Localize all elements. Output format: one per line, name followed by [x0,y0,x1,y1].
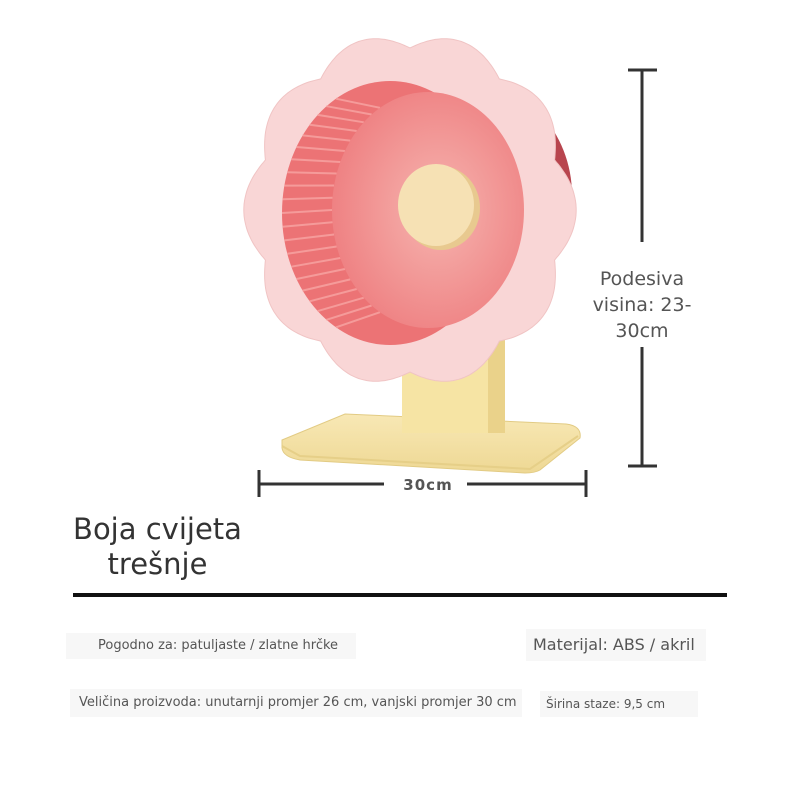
wheel-rib [335,97,381,109]
wheel-rib [282,196,333,201]
height-dimension-line [628,68,657,468]
stand-base [281,413,581,474]
wheel-rib [287,245,337,255]
wheel-rib [284,233,335,242]
wheel-rib [296,268,346,280]
wheel-rib [291,257,341,268]
center-hub [398,164,480,250]
height-dimension-label: Podesiva visina: 23-30cm [588,266,696,344]
wheel-rib [281,209,333,214]
wheel-rib [302,278,351,292]
spec-product-size: Veličina proizvoda: unutarnji promjer 26… [70,689,522,717]
wheel-rib [317,296,365,313]
wheel-rib [302,134,351,142]
wheel-rib [309,123,357,132]
spec-suitable-for: Pogodno za: patuljaste / zlatne hrčke [66,633,356,659]
divider [73,593,727,597]
spec-track-width: Širina staze: 9,5 cm [540,691,698,717]
wheel-rib [326,105,372,116]
wheel-rib [317,113,364,124]
spec-material: Materijal: ABS / akril [526,629,706,661]
width-dimension-label: 30cm [403,476,453,494]
wheel-rib [335,311,381,329]
wheel-rib [326,304,372,321]
wheel-rib [291,158,341,163]
wheel-rib [282,221,333,228]
wheel-rib [287,171,337,175]
wheel-rib [296,146,345,152]
wheel-rib [309,288,357,303]
width-dimension-line [257,470,588,497]
color-name-heading: Boja cvijeta trešnje [73,512,242,581]
